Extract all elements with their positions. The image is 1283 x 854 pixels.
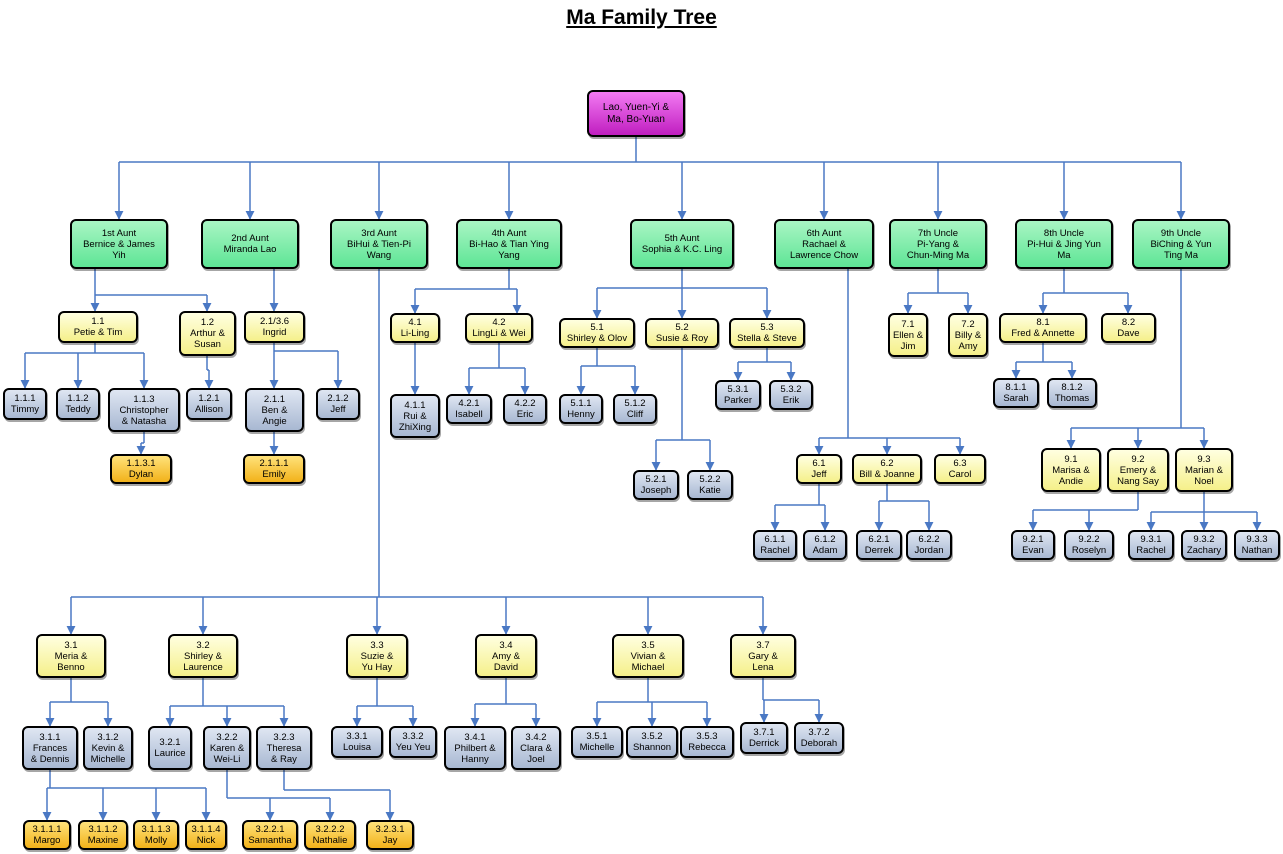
node-3-2-2-1[interactable]: 3.2.2.1 Samantha (242, 820, 298, 850)
aunt-2-node[interactable]: 2nd Aunt Miranda Lao (201, 219, 299, 269)
node-8-1[interactable]: 8.1 Fred & Annette (999, 313, 1087, 343)
node-6-3[interactable]: 6.3 Carol (934, 454, 986, 484)
node-5-1-2[interactable]: 5.1.2 Cliff (613, 394, 657, 424)
diagram-title: Ma Family Tree (566, 6, 717, 29)
node-9-3-3[interactable]: 9.3.3 Nathan (1234, 530, 1280, 560)
node-3-3[interactable]: 3.3 Suzie & Yu Hay (346, 634, 408, 678)
node-3-5-1[interactable]: 3.5.1 Michelle (571, 726, 623, 758)
node-6-2-1[interactable]: 6.2.1 Derrek (856, 530, 902, 560)
node-6-1-1[interactable]: 6.1.1 Rachel (753, 530, 797, 560)
node-3-1-1-3[interactable]: 3.1.1.3 Molly (133, 820, 179, 850)
node-9-3[interactable]: 9.3 Marian & Noel (1175, 448, 1233, 492)
node-3-5-2[interactable]: 3.5.2 Shannon (626, 726, 678, 758)
node-6-1-2[interactable]: 6.1.2 Adam (803, 530, 847, 560)
uncle-7-node[interactable]: 7th Uncle Pi-Yang & Chun-Ming Ma (889, 219, 987, 269)
node-1-1-3[interactable]: 1.1.3 Christopher & Natasha (108, 388, 180, 432)
node-2-1-1-1[interactable]: 2.1.1.1 Emily (243, 454, 305, 484)
node-4-2[interactable]: 4.2 LingLi & Wei (465, 313, 533, 343)
node-3-5[interactable]: 3.5 Vivian & Michael (612, 634, 684, 678)
node-3-4-2[interactable]: 3.4.2 Clara & Joel (511, 726, 561, 770)
node-3-1-1-4[interactable]: 3.1.1.4 Nick (185, 820, 227, 850)
node-9-2-1[interactable]: 9.2.1 Evan (1011, 530, 1055, 560)
node-8-1-1[interactable]: 8.1.1 Sarah (993, 378, 1039, 408)
node-1-1-2[interactable]: 1.1.2 Teddy (56, 388, 100, 420)
node-3-1[interactable]: 3.1 Meria & Benno (36, 634, 106, 678)
node-9-3-2[interactable]: 9.3.2 Zachary (1181, 530, 1227, 560)
node-3-2-1[interactable]: 3.2.1 Laurice (148, 726, 192, 770)
node-3-7[interactable]: 3.7 Gary & Lena (730, 634, 796, 678)
aunt-1-node[interactable]: 1st Aunt Bernice & James Yih (70, 219, 168, 269)
node-3-2-3[interactable]: 3.2.3 Theresa & Ray (256, 726, 312, 770)
node-4-1-1[interactable]: 4.1.1 Rui & ZhiXing (390, 394, 440, 438)
node-1-1-1[interactable]: 1.1.1 Timmy (3, 388, 47, 420)
node-1-1-3-1[interactable]: 1.1.3.1 Dylan (110, 454, 172, 484)
node-3-1-1-2[interactable]: 3.1.1.2 Maxine (78, 820, 128, 850)
node-1-2[interactable]: 1.2 Arthur & Susan (179, 311, 236, 356)
uncle-9-node[interactable]: 9th Uncle BiChing & Yun Ting Ma (1132, 219, 1230, 269)
node-9-2[interactable]: 9.2 Emery & Nang Say (1107, 448, 1169, 492)
node-3-4-1[interactable]: 3.4.1 Philbert & Hanny (444, 726, 506, 770)
aunt-6-node[interactable]: 6th Aunt Rachael & Lawrence Chow (774, 219, 874, 269)
node-6-2-2[interactable]: 6.2.2 Jordan (906, 530, 952, 560)
node-5-3-2[interactable]: 5.3.2 Erik (769, 380, 813, 410)
node-3-2-2[interactable]: 3.2.2 Karen & Wei-Li (203, 726, 251, 770)
node-3-1-2[interactable]: 3.1.2 Kevin & Michelle (83, 726, 133, 770)
node-8-2[interactable]: 8.2 Dave (1101, 313, 1156, 343)
node-3-4[interactable]: 3.4 Amy & David (475, 634, 537, 678)
root-node[interactable]: Lao, Yuen-Yi & Ma, Bo-Yuan (587, 90, 685, 137)
node-1-1[interactable]: 1.1 Petie & Tim (58, 311, 138, 343)
node-2-1-1[interactable]: 2.1.1 Ben & Angie (245, 388, 304, 432)
node-3-3-2[interactable]: 3.3.2 Yeu Yeu (389, 726, 437, 758)
uncle-8-node[interactable]: 8th Uncle Pi-Hui & Jing Yun Ma (1015, 219, 1113, 269)
node-3-3-1[interactable]: 3.3.1 Louisa (331, 726, 383, 758)
node-9-2-2[interactable]: 9.2.2 Roselyn (1064, 530, 1114, 560)
node-3-1-1[interactable]: 3.1.1 Frances & Dennis (22, 726, 78, 770)
node-5-2-2[interactable]: 5.2.2 Katie (687, 470, 733, 500)
node-5-1-1[interactable]: 5.1.1 Henny (559, 394, 603, 424)
node-3-7-2[interactable]: 3.7.2 Deborah (794, 722, 844, 754)
node-7-2[interactable]: 7.2 Billy & Amy (948, 313, 988, 357)
node-4-2-1[interactable]: 4.2.1 Isabell (446, 394, 492, 424)
node-3-5-3[interactable]: 3.5.3 Rebecca (680, 726, 734, 758)
aunt-4-node[interactable]: 4th Aunt Bi-Hao & Tian Ying Yang (456, 219, 562, 269)
node-9-3-1[interactable]: 9.3.1 Rachel (1128, 530, 1174, 560)
node-3-1-1-1[interactable]: 3.1.1.1 Margo (23, 820, 71, 850)
node-5-2[interactable]: 5.2 Susie & Roy (645, 318, 719, 348)
node-4-2-2[interactable]: 4.2.2 Eric (503, 394, 547, 424)
node-7-1[interactable]: 7.1 Ellen & Jim (888, 313, 928, 357)
node-8-1-2[interactable]: 8.1.2 Thomas (1047, 378, 1097, 408)
node-2-1[interactable]: 2.1/3.6 Ingrid (244, 311, 305, 343)
node-3-2-3-1[interactable]: 3.2.3.1 Jay (366, 820, 414, 850)
aunt-3-node[interactable]: 3rd Aunt BiHui & Tien-Pi Wang (330, 219, 428, 269)
node-1-2-1[interactable]: 1.2.1 Allison (186, 388, 232, 420)
node-3-7-1[interactable]: 3.7.1 Derrick (740, 722, 788, 754)
node-5-3-1[interactable]: 5.3.1 Parker (715, 380, 761, 410)
node-6-1[interactable]: 6.1 Jeff (796, 454, 842, 484)
node-3-2[interactable]: 3.2 Shirley & Laurence (168, 634, 238, 678)
aunt-5-node[interactable]: 5th Aunt Sophia & K.C. Ling (630, 219, 734, 269)
node-9-1[interactable]: 9.1 Marisa & Andie (1041, 448, 1101, 492)
node-4-1[interactable]: 4.1 Li-Ling (390, 313, 440, 343)
node-5-2-1[interactable]: 5.2.1 Joseph (633, 470, 679, 500)
node-3-2-2-2[interactable]: 3.2.2.2 Nathalie (304, 820, 356, 850)
node-5-1[interactable]: 5.1 Shirley & Olov (559, 318, 635, 348)
node-6-2[interactable]: 6.2 Bill & Joanne (852, 454, 922, 484)
node-5-3[interactable]: 5.3 Stella & Steve (729, 318, 805, 348)
node-2-1-2[interactable]: 2.1.2 Jeff (316, 388, 360, 420)
